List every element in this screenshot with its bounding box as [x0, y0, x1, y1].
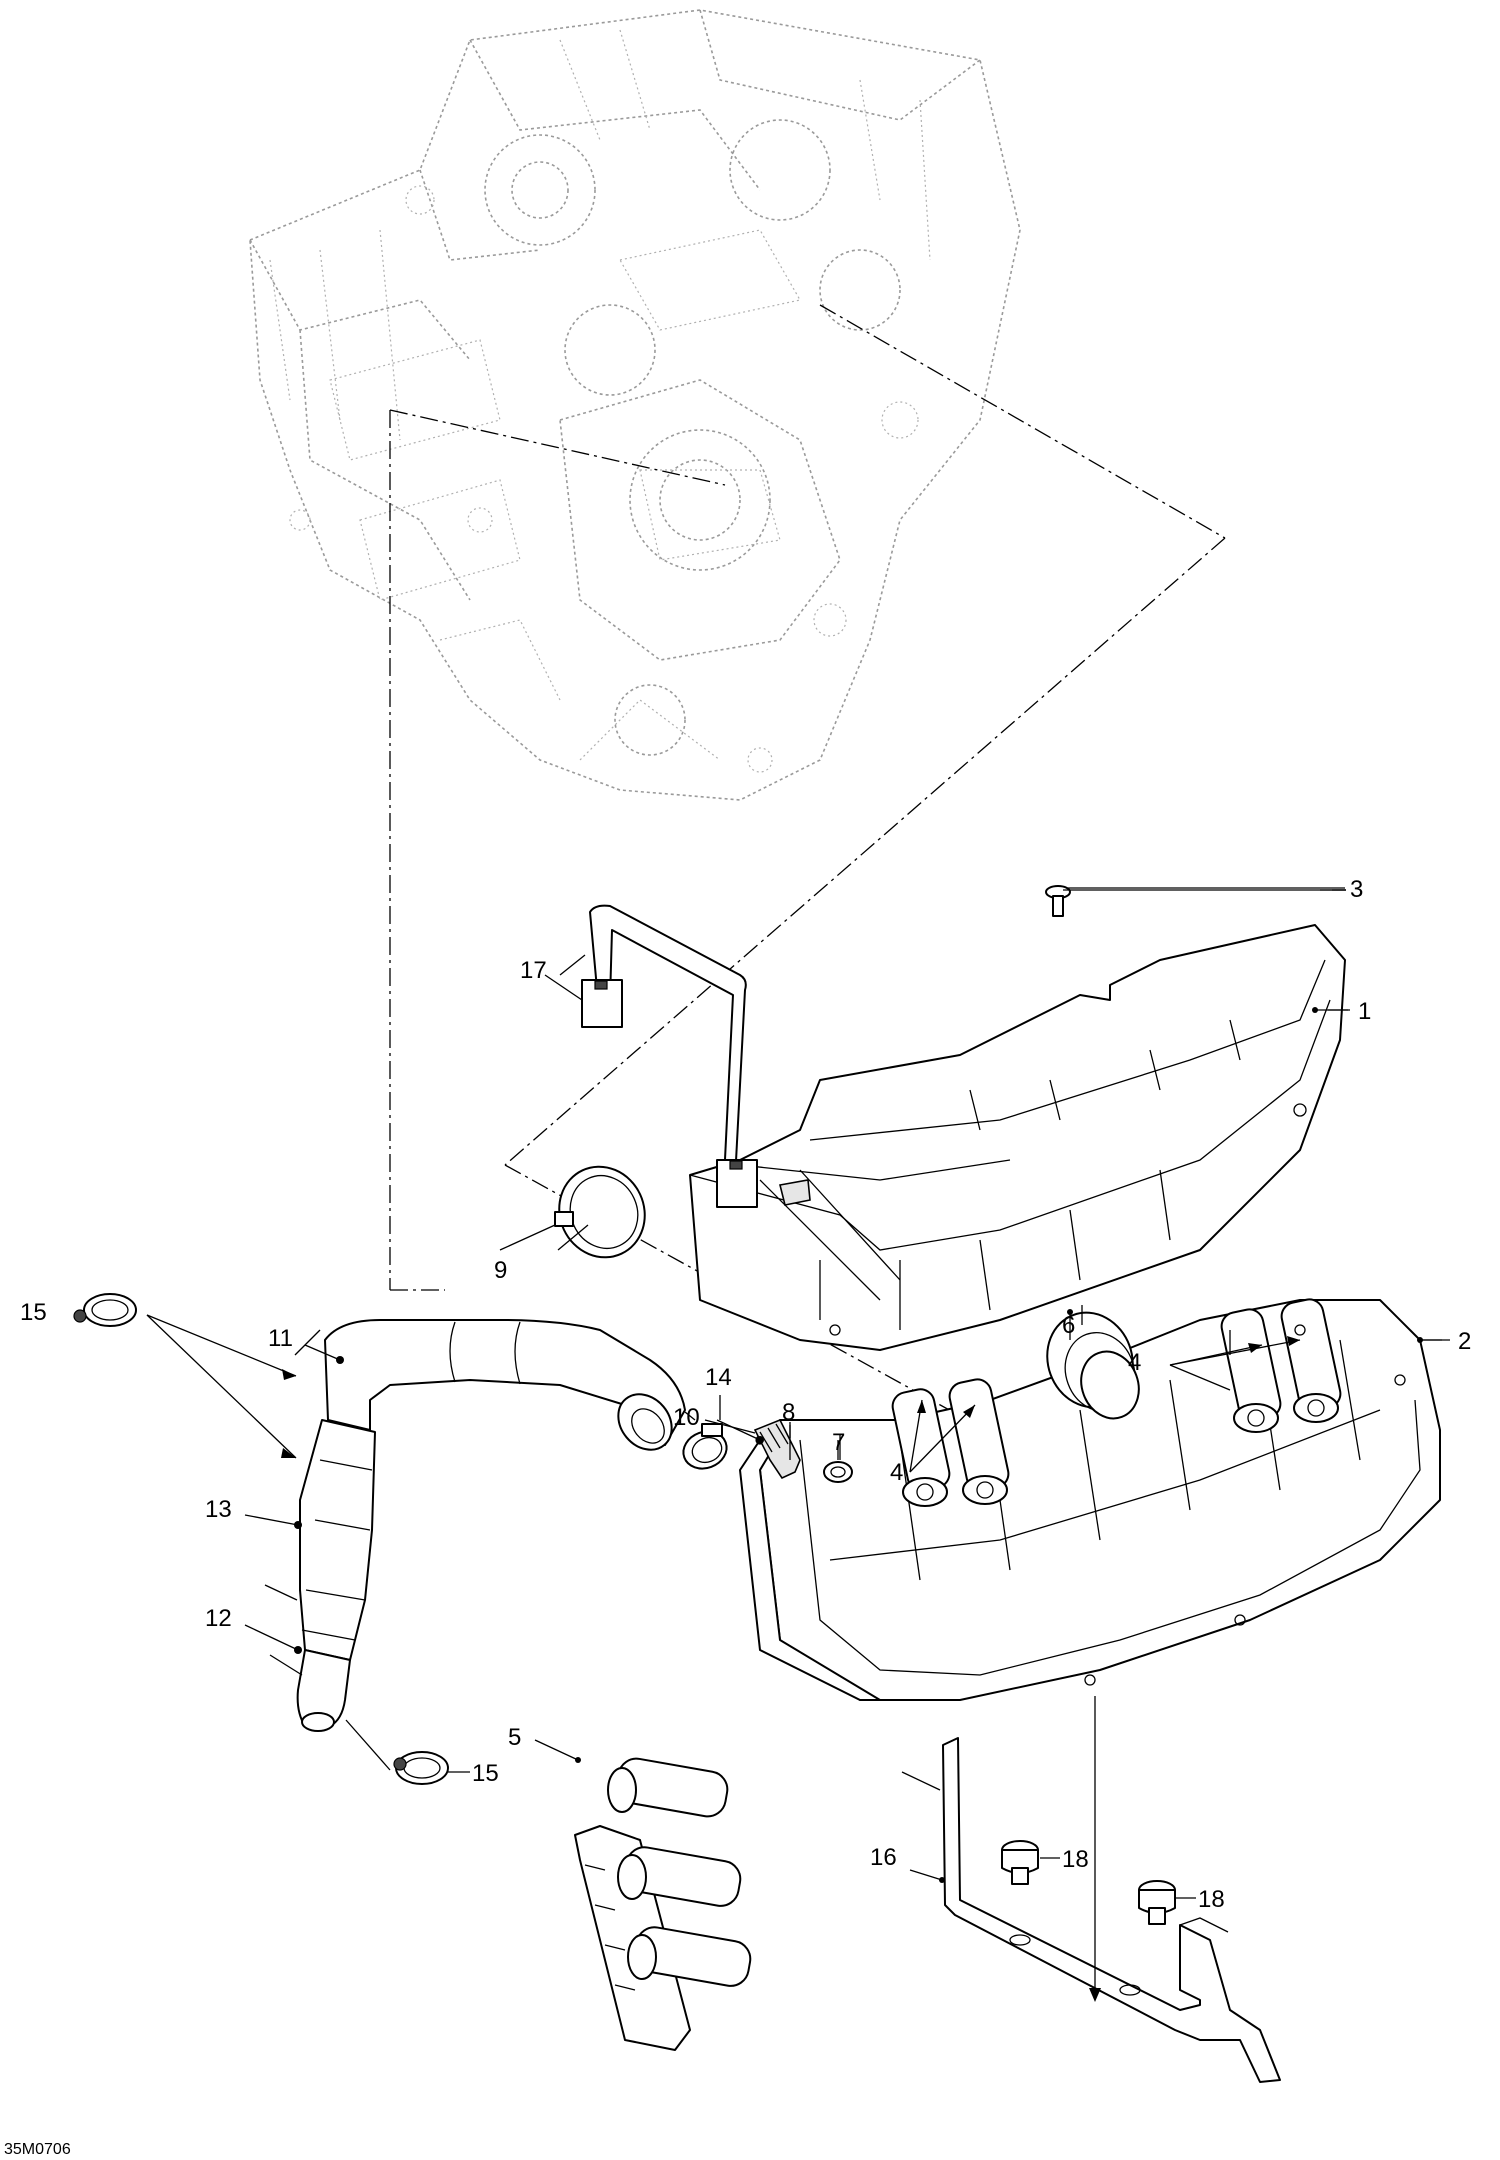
callout-12: 12: [205, 1605, 232, 1632]
callout-4-right: 4: [1128, 1349, 1141, 1376]
engine-ghost-outline: [249, 9, 1021, 801]
callout-8: 8: [782, 1399, 795, 1426]
arrowhead: [282, 1369, 296, 1380]
part-2-airbox-base: [759, 1298, 1441, 1701]
part-18-plug-upper: [1001, 1840, 1039, 1885]
part-18-plug-lower: [1138, 1880, 1176, 1925]
callout-13: 13: [205, 1496, 232, 1523]
part-6-rubber-boot: [1046, 1311, 1140, 1420]
callout-7: 7: [832, 1429, 845, 1456]
callout-11: 11: [268, 1325, 293, 1352]
part-17-strap: [581, 904, 758, 1208]
callout-3: 3: [1350, 876, 1363, 903]
callout-9: 9: [494, 1257, 507, 1284]
callout-16: 16: [870, 1844, 897, 1871]
callout-17: 17: [520, 957, 547, 984]
part-4-velocity-stacks: [891, 1298, 1342, 1507]
leader-lines: [264, 889, 1442, 1791]
part-11-intake-hose: [324, 1319, 686, 1451]
arrowhead: [963, 1405, 975, 1418]
callout-15-top: 15: [20, 1299, 47, 1326]
callout-18-lower: 18: [1198, 1886, 1225, 1913]
leader-lines-callout: [146, 887, 1450, 2002]
part-12-elbow: [296, 1649, 351, 1732]
part-15-clamp-top: [73, 1293, 137, 1327]
arrowhead: [917, 1400, 926, 1413]
part-9-ring-clamp: [554, 1165, 646, 1259]
callout-15-bottom: 15: [472, 1760, 499, 1787]
callout-14: 14: [705, 1364, 732, 1391]
callout-1: 1: [1358, 998, 1371, 1025]
callout-4-left: 4: [890, 1459, 903, 1486]
part-13-flex-coupler: [299, 1419, 376, 1661]
callout-labels: 1 2 3 4 4 5 6 7 8 9 10 11 12 13 14 15 15…: [20, 876, 1471, 1913]
part-14-hose-clamp: [682, 1423, 728, 1470]
arrowhead: [1287, 1336, 1300, 1346]
part-5-filter-element: [574, 1757, 752, 2051]
part-8-drain-fitting: [753, 1418, 801, 1480]
callout-10: 10: [673, 1404, 700, 1431]
leader-dots: [294, 1007, 1423, 1883]
callout-6: 6: [1062, 1312, 1075, 1339]
part-3-screw: [1045, 885, 1071, 917]
part-15-clamp-bottom: [393, 1751, 449, 1785]
part-7-grommet: [823, 1461, 853, 1483]
arrowhead: [1248, 1343, 1262, 1353]
callout-18-upper: 18: [1062, 1846, 1089, 1873]
diagram-reference-code: 35M0706: [4, 2141, 71, 2158]
callout-2: 2: [1458, 1328, 1471, 1355]
callout-5: 5: [508, 1724, 521, 1751]
part-1-airbox-cover: [689, 924, 1346, 1351]
part-16-bracket: [942, 1737, 1281, 2083]
arrowhead: [281, 1448, 296, 1458]
